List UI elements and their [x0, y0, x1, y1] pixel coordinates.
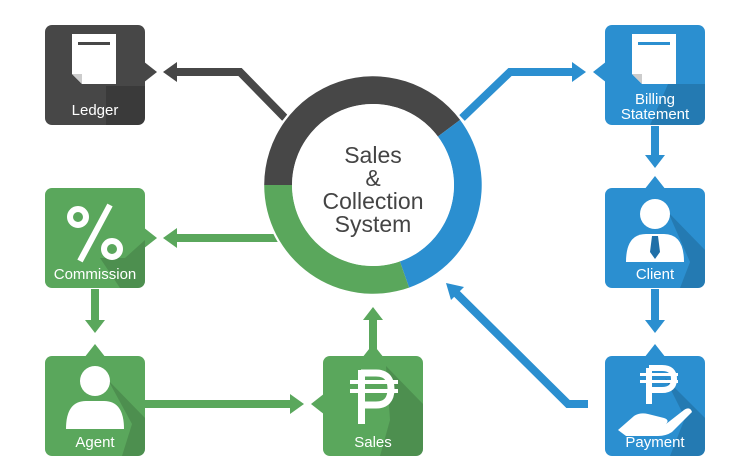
node-agent[interactable]: Agent [45, 344, 145, 456]
person-icon [66, 366, 124, 429]
connectors [85, 62, 665, 414]
ring-segment-dark [264, 76, 461, 185]
arrowhead-ledger [163, 62, 177, 82]
ledger-label: Ledger [72, 102, 119, 119]
connector-payment-to-ring [452, 289, 588, 408]
ring-segment-blue [399, 119, 482, 288]
connector-ring-to-billing [459, 68, 575, 121]
document-icon [632, 34, 676, 84]
client-label: Client [636, 266, 675, 283]
center-title-line-2: & [365, 165, 380, 191]
arrowhead-payment [645, 320, 665, 333]
center-title-line-1: Sales [344, 142, 402, 168]
peso-hand-icon [618, 365, 692, 436]
document-icon [72, 34, 116, 84]
billing-label-line-1: Billing [635, 91, 675, 108]
connector-ring-to-ledger [172, 68, 288, 121]
commission-label: Commission [54, 266, 137, 283]
payment-label: Payment [625, 434, 685, 451]
arrowhead-sales [290, 394, 304, 414]
node-sales[interactable]: Sales [311, 344, 423, 456]
arrowhead-ring-from-payment [446, 283, 464, 300]
arrowhead-ring-from-sales [363, 307, 383, 320]
node-commission[interactable]: Commission [45, 188, 157, 288]
node-billing-statement[interactable]: Billing Statement [593, 25, 705, 125]
arrowhead-commission [163, 228, 177, 248]
arrowhead-client [645, 155, 665, 168]
node-payment[interactable]: Payment [605, 344, 705, 456]
sales-label: Sales [354, 434, 392, 451]
businessman-icon [626, 199, 684, 262]
center-title-line-4: System [335, 211, 412, 237]
peso-icon [350, 369, 398, 424]
center-ring: Sales & Collection System [262, 74, 484, 296]
billing-label-line-2: Statement [621, 106, 690, 123]
arrowhead-billing [572, 62, 586, 82]
node-client[interactable]: Client [605, 176, 705, 288]
node-ledger[interactable]: Ledger [45, 25, 157, 125]
center-title-line-3: Collection [323, 188, 424, 214]
percent-icon [67, 203, 123, 263]
agent-label: Agent [75, 434, 115, 451]
ring-segment-green [264, 185, 410, 294]
arrowhead-agent [85, 320, 105, 333]
